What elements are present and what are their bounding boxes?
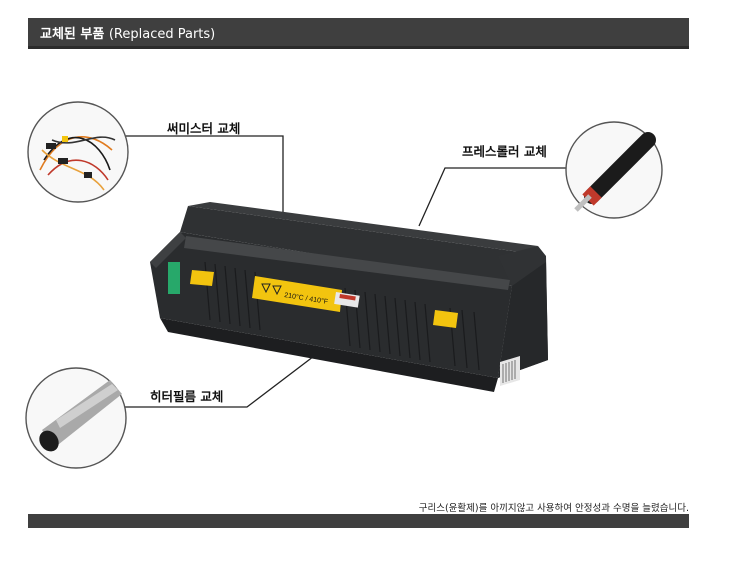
heater-film-leader-line [116, 349, 323, 408]
thermistor-photo [27, 101, 129, 203]
thermistor-leader-line [118, 135, 284, 212]
warning-label [252, 276, 342, 312]
title-korean: 교체된 부품 [40, 27, 105, 42]
heater-film-photo [25, 367, 127, 469]
footer-bar [28, 514, 689, 528]
fuser-unit: 210°C / 410°F [150, 202, 548, 392]
press-roller-photo [565, 121, 663, 219]
thermistor-callout-label: 써미스터 교체 [167, 121, 241, 136]
heater-film-callout-label: 히터필름 교체 [150, 389, 224, 404]
press-roller-leader-line [418, 167, 566, 227]
section-header: 교체된 부품 (Replaced Parts) [28, 18, 689, 49]
footer-note: 구리스(윤활제)를 아끼지않고 사용하여 안정성과 수명을 늘렸습니다. [418, 503, 689, 514]
press-roller-callout-label: 프레스롤러 교체 [462, 144, 547, 159]
section-title: 교체된 부품 (Replaced Parts) [40, 23, 215, 42]
title-english: (Replaced Parts) [108, 27, 216, 42]
